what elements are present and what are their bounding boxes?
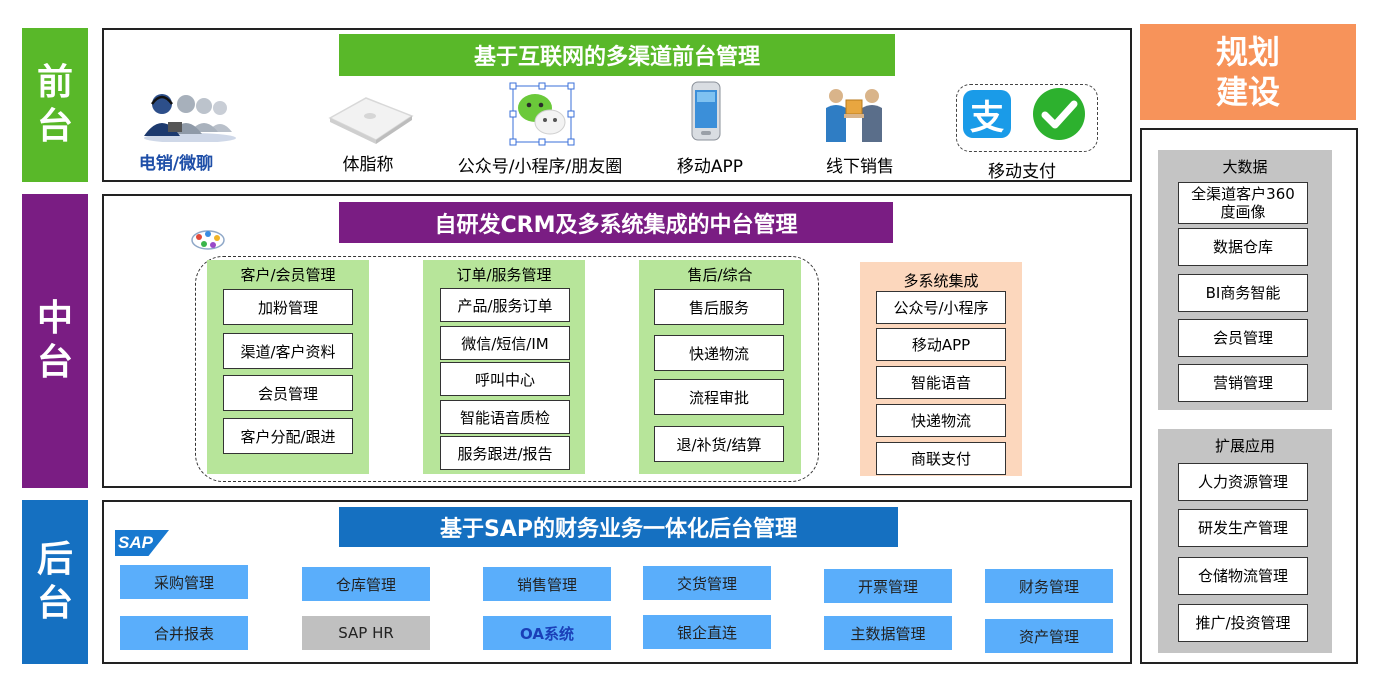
mid-item: 加粉管理 xyxy=(223,289,353,325)
alipay-glyph: 支 xyxy=(970,97,1004,138)
mid-item: 售后服务 xyxy=(654,289,784,325)
mid-item: 客户分配/跟进 xyxy=(223,418,353,454)
mid-item: 呼叫中心 xyxy=(440,362,570,396)
mid-column-title: 客户/会员管理 xyxy=(240,266,336,284)
right-item: 全渠道客户360度画像 xyxy=(1178,182,1308,224)
mid-column-title: 售后/综合 xyxy=(687,266,753,284)
front-title: 基于互联网的多渠道前台管理 xyxy=(339,34,895,76)
mid-item: 会员管理 xyxy=(223,375,353,411)
mobile-payment-group xyxy=(956,84,1098,152)
wechat-icon xyxy=(509,82,575,146)
back-item: OA系统 xyxy=(483,616,611,650)
front-item-label-2: 公众号/小程序/朋友圈 xyxy=(457,157,623,177)
front-item-label-3: 移动APP xyxy=(676,157,744,177)
back-item: 主数据管理 xyxy=(824,616,952,650)
front-item-label-1: 体脂称 xyxy=(342,155,394,175)
right-item: 人力资源管理 xyxy=(1178,463,1308,501)
mid-item: 公众号/小程序 xyxy=(876,291,1006,324)
mid-item: 移动APP xyxy=(876,328,1006,361)
back-item: 合并报表 xyxy=(120,616,248,650)
mid-item: 智能语音 xyxy=(876,366,1006,399)
mobile-phone-icon xyxy=(691,81,721,141)
sap-logo-text: SAP xyxy=(118,533,153,552)
middle-title: 自研发CRM及多系统集成的中台管理 xyxy=(339,202,893,243)
mid-column-title: 多系统集成 xyxy=(903,272,979,290)
crm-dashed-group xyxy=(195,256,819,482)
mid-item: 产品/服务订单 xyxy=(440,288,570,322)
tier-front-label: 前台 xyxy=(36,62,73,147)
wechat-pay-icon xyxy=(1033,88,1085,140)
right-item: BI商务智能 xyxy=(1178,274,1308,312)
back-item: 销售管理 xyxy=(483,567,611,601)
network-icon xyxy=(191,230,225,250)
mid-item: 服务跟进/报告 xyxy=(440,436,570,470)
mid-item: 快递物流 xyxy=(654,335,784,371)
right-group-title: 扩展应用 xyxy=(1214,437,1275,455)
mid-item: 流程审批 xyxy=(654,379,784,415)
planning-header: 规划建设 xyxy=(1140,24,1356,120)
right-item: 数据仓库 xyxy=(1178,228,1308,266)
tier-back: 后台 xyxy=(22,500,88,664)
back-item: 采购管理 xyxy=(120,565,248,599)
back-item: 财务管理 xyxy=(985,569,1113,603)
right-item: 会员管理 xyxy=(1178,319,1308,357)
back-item: 交货管理 xyxy=(643,566,771,600)
mid-item: 商联支付 xyxy=(876,442,1006,475)
mid-item: 智能语音质检 xyxy=(440,400,570,434)
tier-front: 前台 xyxy=(22,28,88,182)
back-item: 资产管理 xyxy=(985,619,1113,653)
right-item: 研发生产管理 xyxy=(1178,509,1308,547)
mid-item: 渠道/客户资料 xyxy=(223,333,353,369)
right-item: 仓储物流管理 xyxy=(1178,557,1308,595)
alipay-icon: 支 xyxy=(963,90,1011,138)
front-item-label-4: 线下销售 xyxy=(826,157,894,177)
mid-item: 微信/短信/IM xyxy=(440,326,570,360)
mid-column-title: 订单/服务管理 xyxy=(456,266,552,284)
back-item: SAP HR xyxy=(302,616,430,650)
tier-middle-label: 中台 xyxy=(36,298,73,383)
mid-item: 退/补货/结算 xyxy=(654,426,784,462)
front-item-label-5: 移动支付 xyxy=(988,162,1056,182)
back-item: 仓库管理 xyxy=(302,567,430,601)
back-item: 开票管理 xyxy=(824,569,952,603)
right-item: 推广/投资管理 xyxy=(1178,604,1308,642)
call-center-icon xyxy=(144,94,236,142)
back-item: 银企直连 xyxy=(643,615,771,649)
body-fat-scale-icon xyxy=(328,97,414,144)
tier-middle: 中台 xyxy=(22,194,88,488)
offline-sales-icon xyxy=(826,89,882,142)
mid-item: 快递物流 xyxy=(876,404,1006,437)
planning-label: 规划建设 xyxy=(1215,33,1280,111)
front-item-label-0: 电销/微聊 xyxy=(138,154,214,174)
back-title: 基于SAP的财务业务一体化后台管理 xyxy=(339,507,898,547)
right-group-title: 大数据 xyxy=(1222,158,1268,176)
tier-back-label: 后台 xyxy=(36,539,73,624)
right-item: 营销管理 xyxy=(1178,364,1308,402)
